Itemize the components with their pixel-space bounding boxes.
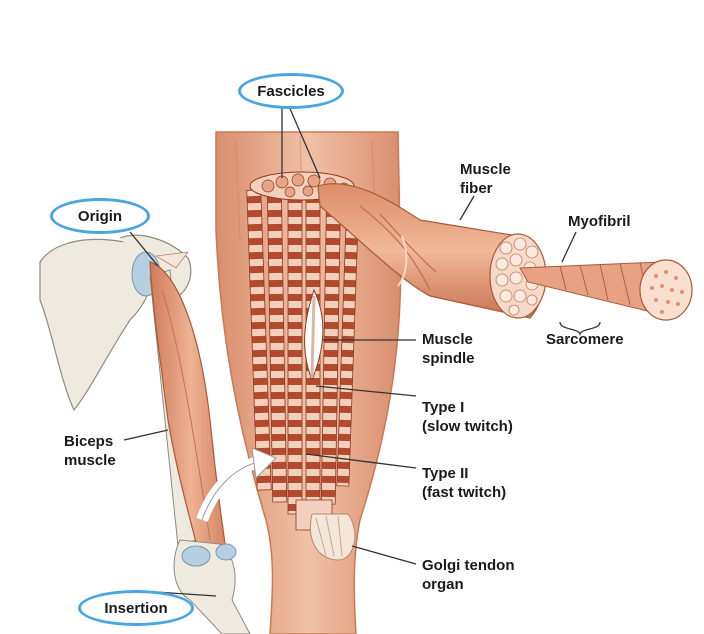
origin-text: Origin — [77, 207, 123, 225]
sarcomere-label: Sarcomere — [546, 330, 624, 349]
origin-label: Origin — [50, 198, 150, 234]
type-2-line2: (fast twitch) — [422, 484, 507, 501]
myofibril-label: Myofibril — [568, 212, 631, 231]
fascicles-label: Fascicles — [238, 73, 344, 109]
muscle-spindle-label: Muscle spindle — [422, 330, 475, 368]
tendon — [310, 513, 356, 561]
insertion-text: Insertion — [104, 599, 168, 617]
golgi-line2: organ — [422, 576, 464, 593]
type-1-line1: Type I — [422, 399, 465, 416]
biceps-line1: Biceps — [64, 433, 114, 450]
golgi-tendon-organ-label: Golgi tendon organ — [422, 556, 514, 594]
sarcomere-text: Sarcomere — [546, 331, 624, 348]
type-1-label: Type I (slow twitch) — [422, 398, 513, 436]
type-2-line1: Type II — [422, 465, 469, 482]
insertion-label: Insertion — [78, 590, 194, 626]
muscle-spindle-line1: Muscle — [422, 331, 473, 348]
biceps-line2: muscle — [64, 452, 116, 469]
muscle-fiber-label: Muscle fiber — [460, 160, 511, 198]
myofibril-text: Myofibril — [568, 213, 631, 230]
biceps-muscle-label: Biceps muscle — [64, 432, 116, 470]
muscle-fiber-line1: Muscle — [460, 161, 511, 178]
type-1-line2: (slow twitch) — [422, 418, 513, 435]
golgi-line1: Golgi tendon — [422, 557, 515, 574]
scapula — [39, 238, 155, 412]
type-2-label: Type II (fast twitch) — [422, 464, 506, 502]
fascicles-text: Fascicles — [257, 82, 325, 100]
muscle-spindle-line2: spindle — [422, 350, 475, 367]
muscle-fiber-line2: fiber — [460, 180, 493, 197]
